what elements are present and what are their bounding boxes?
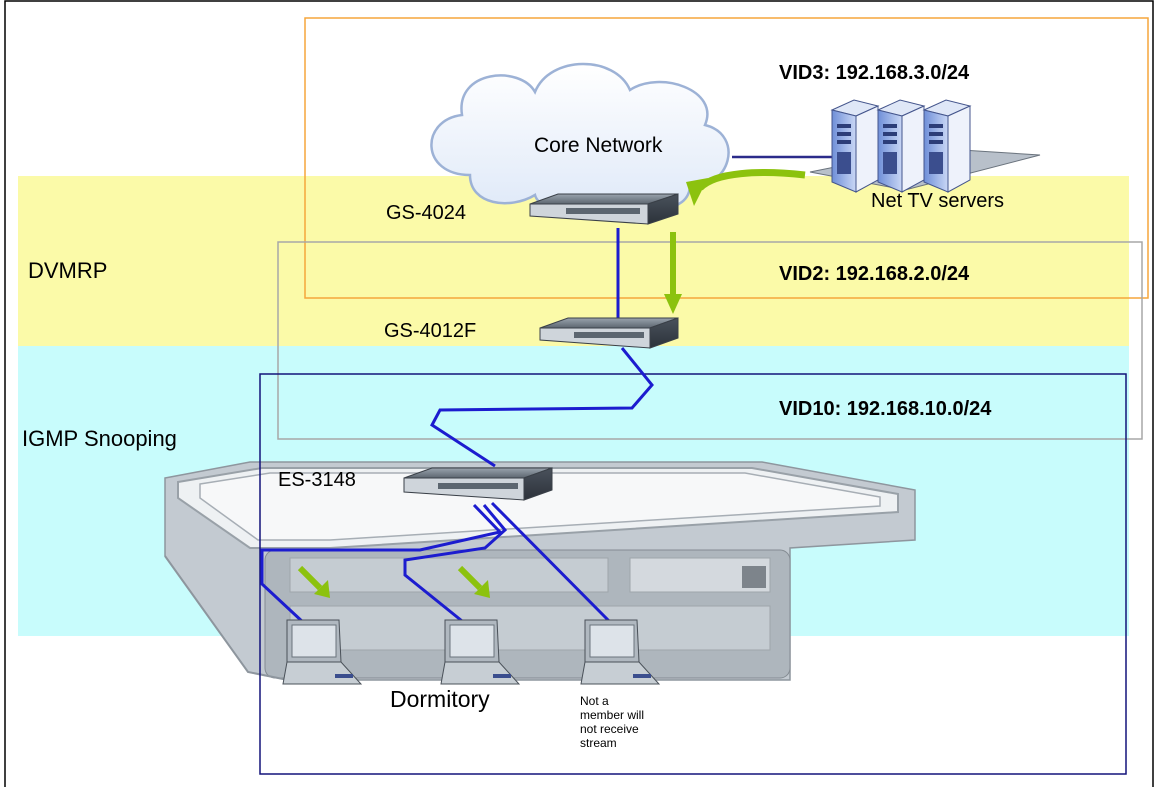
es3148-laptop1-link: [260, 503, 503, 626]
vid10-vlan-boundary: [259, 373, 1127, 775]
net-tv-servers-icon: [830, 99, 972, 193]
dvmrp-zone-label: DVMRP: [28, 258, 108, 283]
vid10-label: VID10: 192.168.10.0/24: [779, 398, 992, 420]
es-3148-label: ES-3148: [278, 469, 356, 491]
stream-arrowhead-laptop2: [474, 580, 490, 598]
gs-4024-label: GS-4024: [386, 202, 467, 224]
laptop-member-2-icon: [440, 619, 521, 685]
vid2-vlan-boundary: [277, 241, 1143, 440]
gs-4024-switch-icon: [529, 193, 679, 225]
vid3-vlan-boundary: [304, 17, 1149, 299]
gs-4012f-switch-icon: [539, 317, 679, 349]
non-member-note: Not a member will not receive stream: [580, 694, 645, 750]
multicast-stream-arrows: [297, 169, 806, 598]
laptop-non-member-icon: [580, 619, 661, 685]
stream-arrowhead-laptop1: [314, 580, 330, 598]
stream-arrowhead-server: [686, 178, 708, 206]
dormitory-building: [164, 461, 916, 681]
vid2-label: VID2: 192.168.2.0/24: [779, 263, 970, 285]
network-links: [260, 228, 654, 627]
core-network-label: Core Network: [534, 134, 663, 157]
es-3148-switch-icon: [403, 467, 553, 501]
es3148-laptop3-link: [490, 501, 614, 626]
net-tv-servers-label: Net TV servers: [871, 190, 1004, 212]
vid3-label: VID3: 192.168.3.0/24: [779, 62, 970, 84]
laptop-member-1-icon: [282, 619, 363, 685]
igmp-zone-label: IGMP Snooping: [22, 426, 177, 451]
es3148-laptop2-link: [403, 504, 508, 627]
gs4012f-es3148-link: [430, 347, 654, 468]
dormitory-label: Dormitory: [390, 686, 490, 712]
stream-arrowhead-gs4012f: [664, 294, 682, 314]
gs-4012f-label: GS-4012F: [384, 320, 477, 342]
